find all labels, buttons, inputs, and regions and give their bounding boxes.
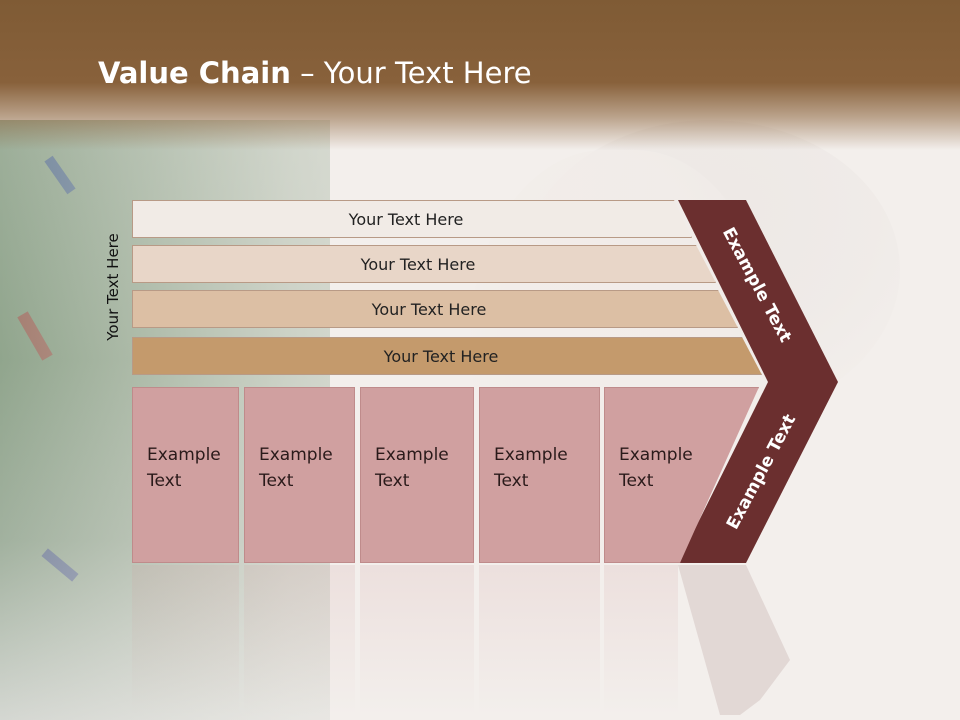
chevron-reflection [678, 565, 790, 715]
column-2[interactable]: Example Text [244, 387, 355, 563]
column-reflection [244, 565, 355, 715]
column-reflection [604, 565, 678, 715]
bar-2[interactable]: Your Text Here [132, 245, 716, 283]
title-rest: – Your Text Here [290, 56, 532, 90]
bar-4-label: Your Text Here [383, 346, 499, 366]
column-reflection [479, 565, 600, 715]
column-5-line1: Example [619, 445, 693, 465]
bar-4[interactable]: Your Text Here [132, 337, 762, 375]
column-reflection [132, 565, 239, 715]
column-4-line1: Example [494, 445, 568, 465]
chevron-lower [678, 382, 838, 563]
column-1-line1: Example [147, 445, 221, 465]
bar-1-label: Your Text Here [348, 209, 464, 229]
bar-3-label: Your Text Here [371, 299, 487, 319]
bar-2-label: Your Text Here [360, 254, 476, 274]
slide-title[interactable]: Value Chain – Your Text Here [98, 56, 532, 90]
column-3-line1: Example [375, 445, 449, 465]
column-2-line2: Text [259, 471, 294, 491]
column-5-line2: Text [619, 471, 654, 491]
title-bold: Value Chain [98, 56, 291, 90]
bar-3[interactable]: Your Text Here [132, 290, 738, 328]
header-band [0, 0, 960, 150]
column-4[interactable]: Example Text [479, 387, 600, 563]
column-2-line1: Example [259, 445, 333, 465]
column-3-line2: Text [375, 471, 410, 491]
chevron-upper [678, 200, 838, 382]
column-1[interactable]: Example Text [132, 387, 239, 563]
column-4-line2: Text [494, 471, 529, 491]
column-reflection [360, 565, 474, 715]
column-3[interactable]: Example Text [360, 387, 474, 563]
bar-1[interactable]: Your Text Here [132, 200, 692, 238]
column-1-line2: Text [147, 471, 182, 491]
